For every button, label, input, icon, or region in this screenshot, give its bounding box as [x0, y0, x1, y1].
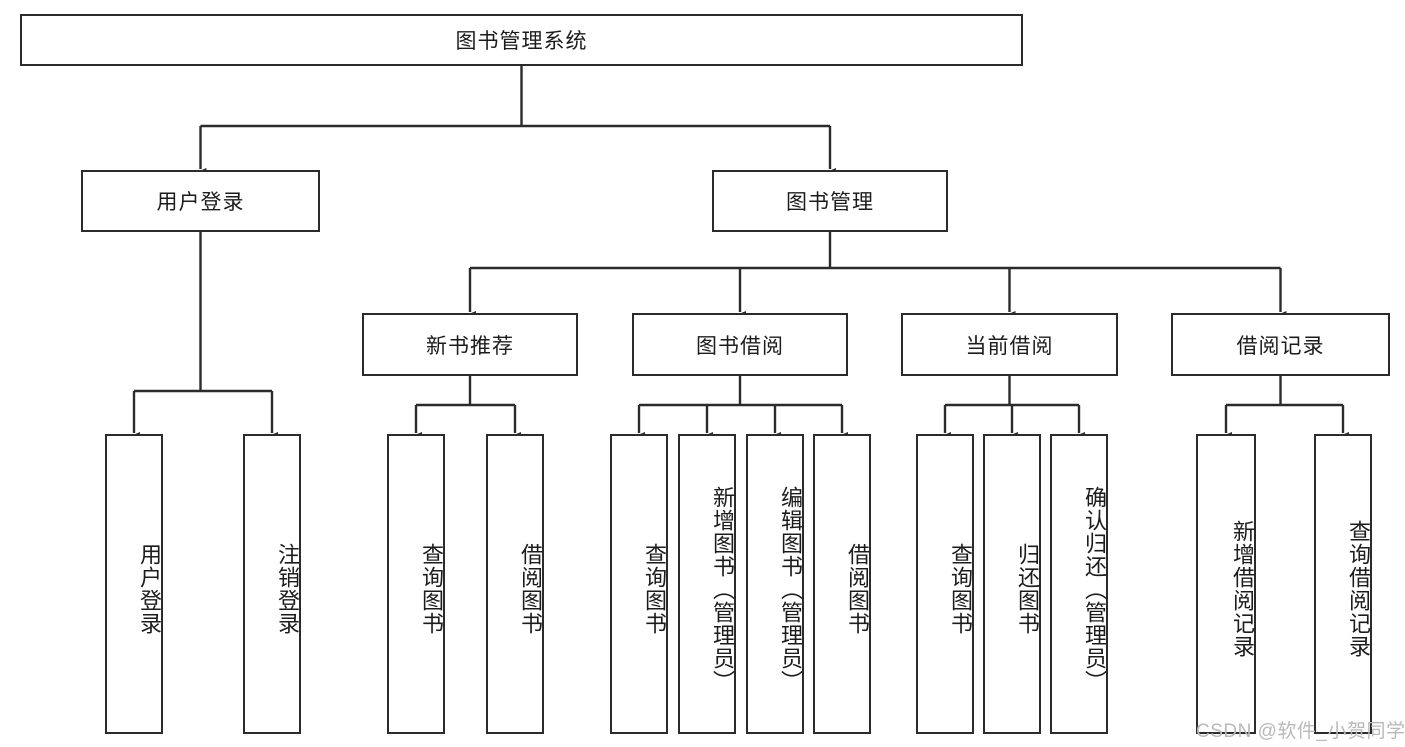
node-leaf-query-record[interactable]: 查询借阅记录: [1314, 434, 1372, 734]
node-leaf-borrow-book[interactable]: 借阅图书: [813, 434, 871, 734]
node-user-login[interactable]: 用户登录: [81, 170, 320, 232]
node-new-book-rec[interactable]: 新书推荐: [362, 313, 578, 376]
node-label: 用户登录: [156, 191, 245, 214]
node-label: 查询借阅记录: [1346, 520, 1371, 658]
watermark-text: CSDN @软件_小贺同学: [1196, 721, 1405, 742]
node-label: 归还图书: [1015, 543, 1040, 635]
node-book-manage[interactable]: 图书管理: [712, 170, 948, 232]
node-label: 借阅图书: [845, 543, 870, 635]
node-label: 图书管理: [786, 191, 874, 214]
node-label: 查询图书: [948, 543, 973, 635]
node-label: 确认归还（管理员）: [1082, 485, 1107, 693]
node-label: 用户登录: [137, 543, 162, 635]
node-book-borrow[interactable]: 图书借阅: [632, 313, 848, 376]
node-leaf-add-record[interactable]: 新增借阅记录: [1196, 434, 1256, 734]
node-leaf-edit-book[interactable]: 编辑图书（管理员）: [746, 434, 804, 734]
node-label: 新书推荐: [426, 334, 514, 358]
node-leaf-return-book[interactable]: 归还图书: [983, 434, 1041, 734]
node-root[interactable]: 图书管理系统: [20, 14, 1023, 66]
node-leaf-logout[interactable]: 注销登录: [243, 434, 301, 734]
node-leaf-confirm-return[interactable]: 确认归还（管理员）: [1050, 434, 1108, 734]
node-label: 图书借阅: [696, 334, 784, 358]
node-leaf-borrow-book-rec[interactable]: 借阅图书: [486, 434, 544, 734]
node-label: 当前借阅: [965, 334, 1054, 358]
node-leaf-add-book[interactable]: 新增图书（管理员）: [678, 434, 736, 734]
connector-lines: [128, 66, 1349, 442]
node-label: 借阅记录: [1236, 334, 1325, 358]
node-label: 编辑图书（管理员）: [778, 485, 803, 693]
node-label: 图书管理系统: [455, 30, 588, 53]
node-leaf-user-login[interactable]: 用户登录: [105, 434, 163, 734]
node-label: 新增借阅记录: [1230, 520, 1255, 658]
node-label: 查询图书: [419, 543, 444, 635]
node-label: 新增图书（管理员）: [710, 485, 735, 693]
node-label: 查询图书: [642, 543, 667, 635]
node-leaf-query-book-cur[interactable]: 查询图书: [916, 434, 974, 734]
node-current-borrow[interactable]: 当前借阅: [901, 313, 1118, 376]
node-leaf-query-book-borrow[interactable]: 查询图书: [610, 434, 668, 734]
node-leaf-query-book-rec[interactable]: 查询图书: [387, 434, 445, 734]
node-borrow-record[interactable]: 借阅记录: [1171, 313, 1390, 376]
node-label: 借阅图书: [518, 543, 543, 635]
node-label: 注销登录: [275, 543, 300, 635]
